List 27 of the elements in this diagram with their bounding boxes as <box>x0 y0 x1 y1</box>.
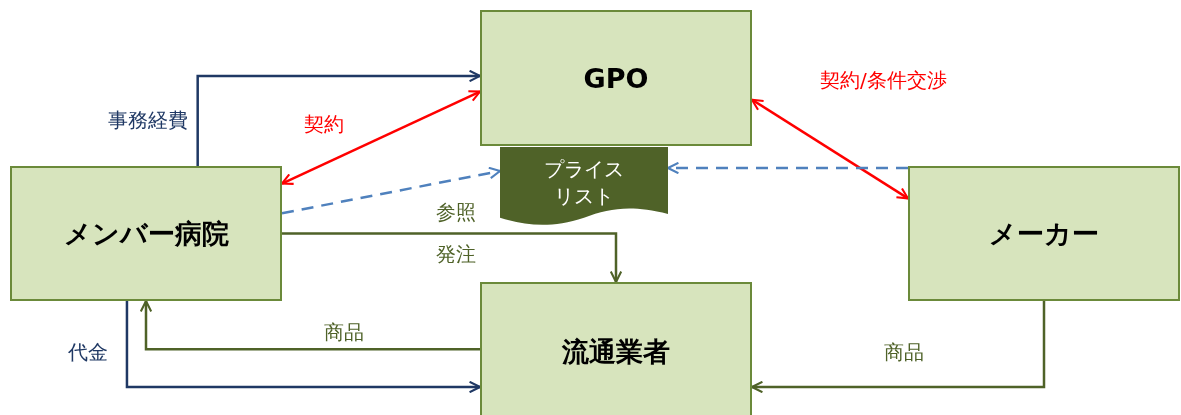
note-label: 参照 <box>434 200 478 224</box>
arrow <box>280 90 482 185</box>
edge-label: 発注 <box>434 242 478 266</box>
node-label: GPO <box>583 62 649 94</box>
process-box <box>10 166 282 301</box>
arrow <box>125 301 482 394</box>
edge-label: 商品 <box>322 320 366 344</box>
edge-label: 代金 <box>66 340 110 364</box>
node-label: 流通業者 <box>562 335 670 369</box>
arrow <box>196 69 482 166</box>
arrow <box>281 166 502 215</box>
node-label: メンバー病院 <box>63 216 229 251</box>
edge-label: 商品 <box>882 340 926 364</box>
edge-label: 事務経費 <box>106 108 190 132</box>
arrow <box>282 232 623 284</box>
arrow <box>139 299 480 351</box>
node-label: メーカー <box>989 216 1099 251</box>
process-box <box>480 10 752 146</box>
process-box <box>480 282 752 415</box>
edge-label: 契約 <box>302 112 346 136</box>
process-box <box>908 166 1180 301</box>
node-label: プライスリスト <box>543 156 625 210</box>
edge-label: 契約/条件交渉 <box>818 68 949 92</box>
arrow <box>750 301 1046 394</box>
arrow <box>666 161 908 175</box>
document-shape <box>500 147 668 227</box>
arrow <box>750 98 910 200</box>
